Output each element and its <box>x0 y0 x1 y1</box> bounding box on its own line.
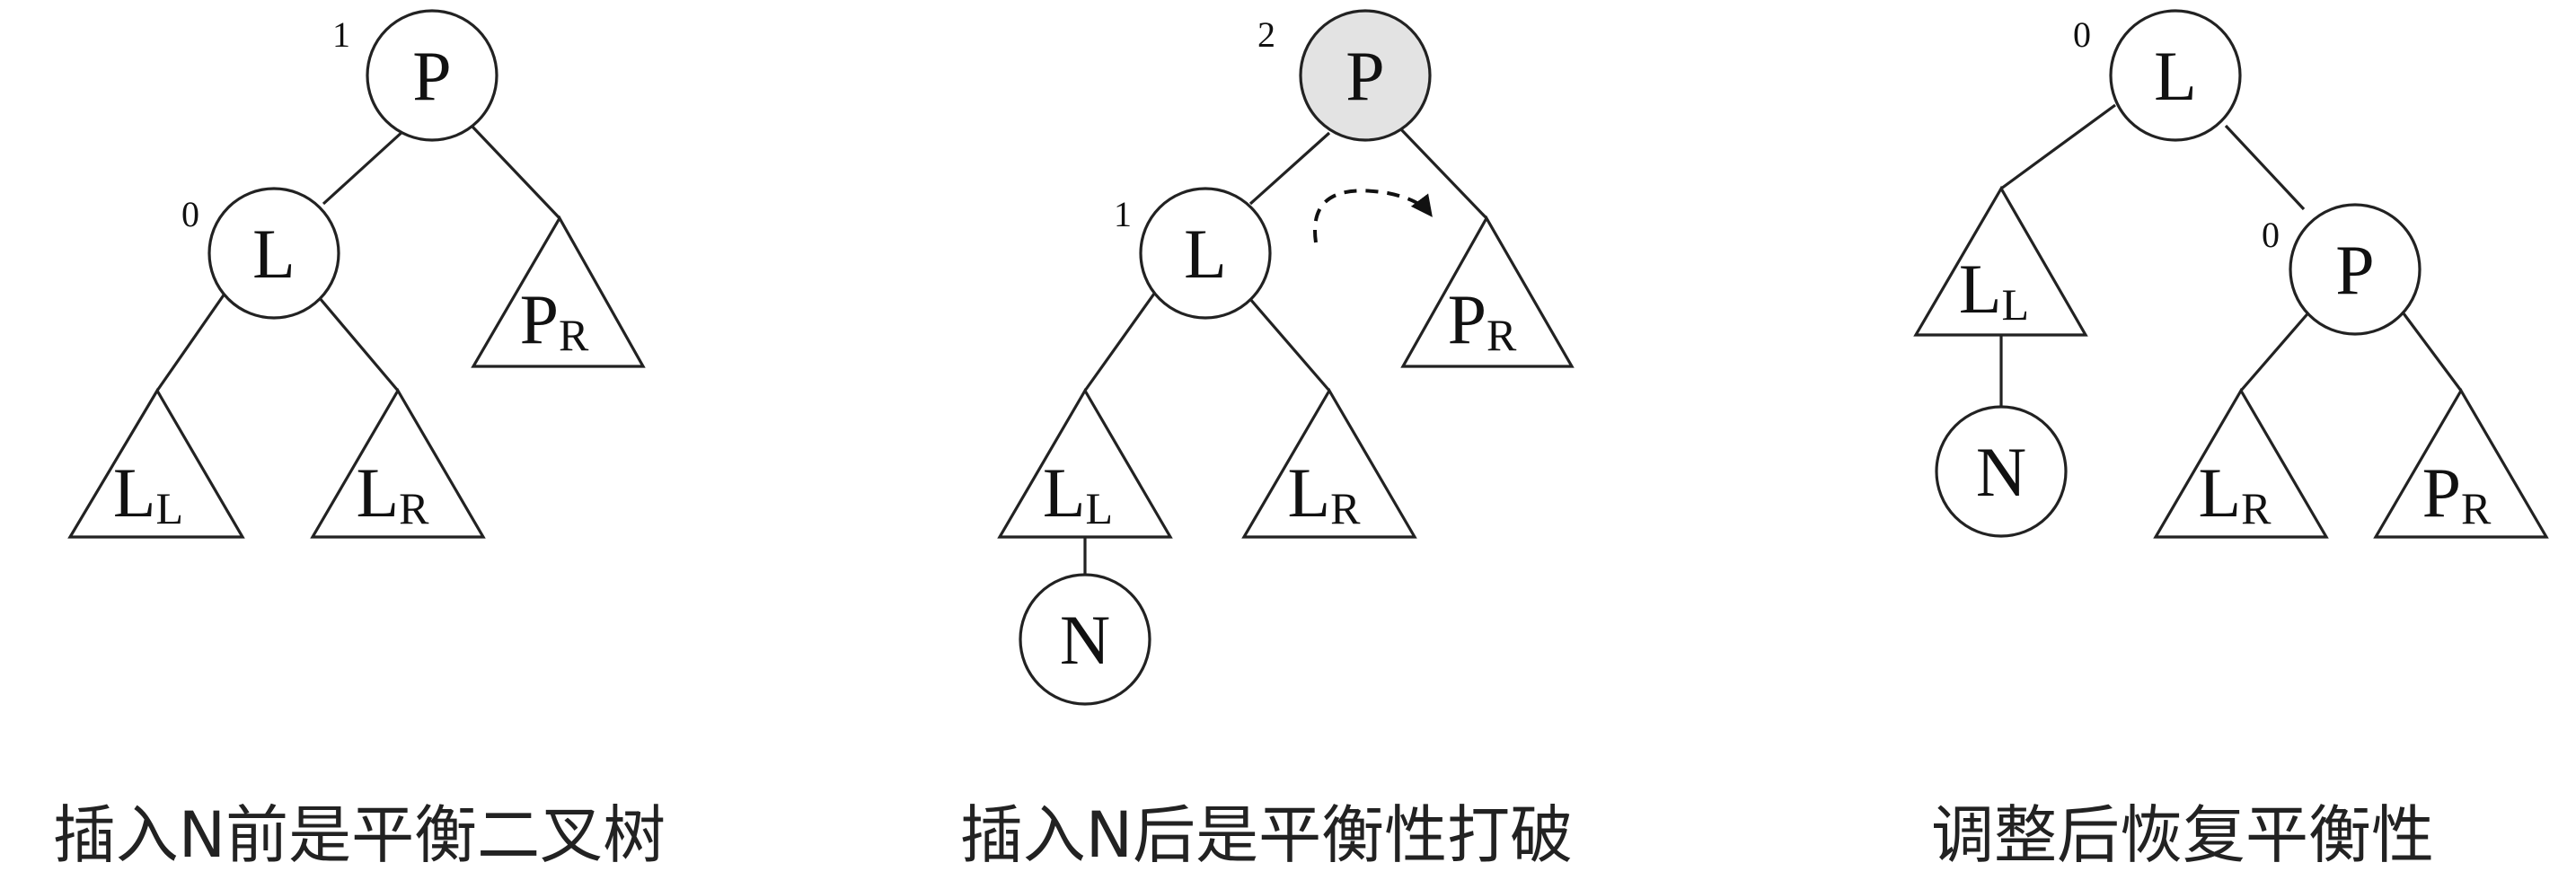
node-p: P 1 <box>332 9 498 142</box>
svg-text:N: N <box>1060 601 1110 679</box>
caption-after-insert: 插入N后是平衡性打破 <box>959 798 1574 872</box>
subtree-ll: LL <box>997 387 1173 539</box>
subtree-ll: LL <box>1913 185 2088 337</box>
caption-after-rotation: 调整后恢复平衡性 <box>1931 798 2434 872</box>
edge-p-pr <box>1396 124 1488 220</box>
subtree-pr: PR <box>471 215 646 368</box>
subtree-pr: PR <box>2373 387 2549 539</box>
node-p: P 2 <box>1257 9 1432 142</box>
edge-l-ll <box>155 286 231 392</box>
edge-p-l <box>1248 131 1331 206</box>
node-n: N <box>1935 405 2068 538</box>
balance-factor: 1 <box>332 14 350 55</box>
panel-after-insert: LL LR PR P 2 L 1 N <box>997 9 1575 706</box>
svg-text:PR: PR <box>520 280 589 360</box>
subtree-lr: LR <box>2153 387 2329 539</box>
svg-text:N: N <box>1976 433 2026 511</box>
edge-p-pr <box>470 124 561 220</box>
edge-l-p <box>2224 124 2306 211</box>
edge-p-pr <box>2399 309 2463 392</box>
balance-factor: 0 <box>2073 14 2091 55</box>
svg-text:P: P <box>412 37 451 115</box>
panel-before-insert: LL LR PR P 1 L 0 <box>67 9 646 539</box>
balance-factor: 0 <box>181 194 199 234</box>
node-l: L 1 <box>1114 187 1272 320</box>
panel-after-rotation: LL LR PR L 0 P 0 N <box>1913 9 2549 539</box>
subtree-pr: PR <box>1400 215 1575 368</box>
edge-l-lr <box>313 290 400 392</box>
node-p: P 0 <box>2262 203 2422 336</box>
svg-text:LL: LL <box>113 453 183 533</box>
svg-text:LL: LL <box>1959 250 2029 330</box>
subtree-lr: LR <box>1241 387 1417 539</box>
edge-l-ll <box>1083 286 1160 392</box>
edge-l-ll <box>2000 103 2116 190</box>
svg-text:P: P <box>2335 231 2374 309</box>
edge-l-lr <box>1242 290 1331 392</box>
svg-text:L: L <box>252 215 296 293</box>
node-l: L 0 <box>181 187 340 320</box>
edge-p-lr <box>2239 308 2313 392</box>
balance-factor: 2 <box>1257 14 1275 55</box>
svg-text:L: L <box>2154 37 2197 115</box>
node-n: N <box>1019 573 1151 706</box>
subtree-ll: LL <box>67 387 245 539</box>
svg-text:PR: PR <box>1448 280 1517 360</box>
svg-text:LL: LL <box>1043 453 1113 533</box>
rotation-arrow <box>1313 189 1433 243</box>
balance-factor: 1 <box>1114 194 1132 234</box>
node-l: L 0 <box>2073 9 2242 142</box>
svg-text:LR: LR <box>2198 453 2272 533</box>
subtree-lr: LR <box>310 387 486 539</box>
caption-before-insert: 插入N前是平衡二叉树 <box>52 798 666 872</box>
svg-text:LR: LR <box>1287 453 1361 533</box>
svg-text:L: L <box>1184 215 1227 293</box>
balance-factor: 0 <box>2262 215 2280 255</box>
svg-text:PR: PR <box>2422 453 2492 533</box>
svg-text:LR: LR <box>356 453 429 533</box>
edge-p-l <box>322 128 406 206</box>
svg-text:P: P <box>1345 37 1384 115</box>
